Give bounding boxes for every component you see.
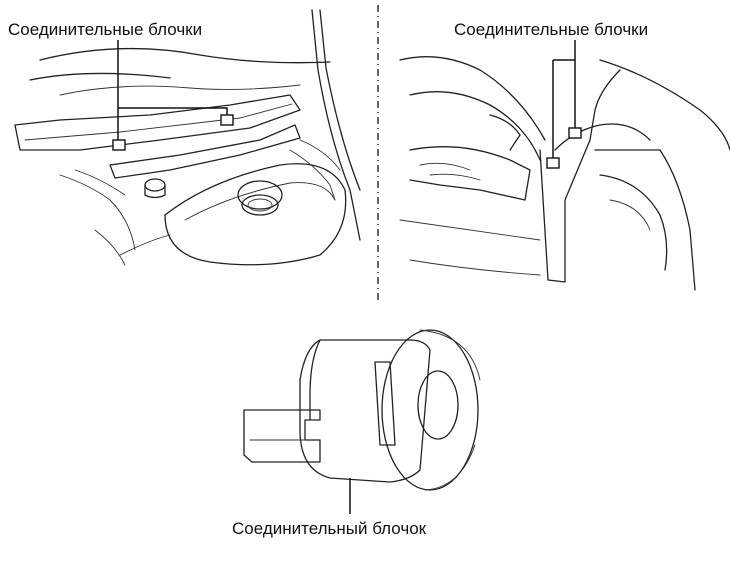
- connector-left-a: [112, 139, 126, 151]
- leader-line: [118, 107, 228, 115]
- label-top-left: Соединительные блочки: [8, 20, 203, 39]
- connector-detail-illustration: [243, 329, 481, 491]
- interior-illustration: [399, 56, 730, 291]
- label-bottom: Соединительный блочок: [232, 519, 427, 538]
- connector-right-b: [568, 127, 582, 139]
- connector-left-b: [220, 114, 234, 126]
- connector-right-a: [546, 157, 560, 169]
- label-top-right: Соединительные блочки: [454, 20, 649, 39]
- engine-bay-illustration: [14, 9, 361, 266]
